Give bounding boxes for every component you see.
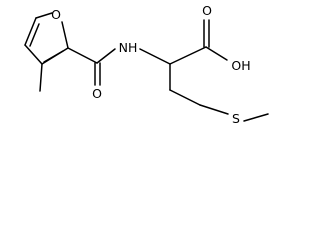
molecule-structure-diagram: O NH O O OH S <box>24 3 269 126</box>
bond-c4-c5 <box>24 17 37 46</box>
atom-label-amide-nitrogen: NH <box>119 40 138 55</box>
bond-c4-c5-inner <box>29 23 40 47</box>
atom-label-sulfur: S <box>232 111 240 126</box>
bond-c2-carbonyl <box>67 47 98 64</box>
bond-calpha-cacid <box>169 46 207 65</box>
bond-cgamma-s <box>199 104 229 115</box>
bond-cbeta-cgamma <box>169 89 201 106</box>
bond-carbonyl-n <box>96 48 116 64</box>
bond-n-calpha <box>139 48 171 65</box>
bond-furan-methyl <box>39 63 43 92</box>
atom-label-ring-oxygen: O <box>51 7 61 22</box>
bond-s-methyl <box>243 113 269 122</box>
atom-label-acid-hydroxyl: OH <box>231 58 250 73</box>
bond-acid-oh <box>205 46 228 61</box>
bond-o1-c2 <box>61 21 69 49</box>
bond-c3-c4 <box>24 44 43 65</box>
bond-c5-o1 <box>35 12 53 19</box>
atom-label-amide-oxygen: O <box>92 86 102 101</box>
atom-label-acid-oxygen: O <box>202 3 212 18</box>
furan-ring <box>24 12 69 65</box>
bond-c2-c3-inner <box>43 50 64 63</box>
